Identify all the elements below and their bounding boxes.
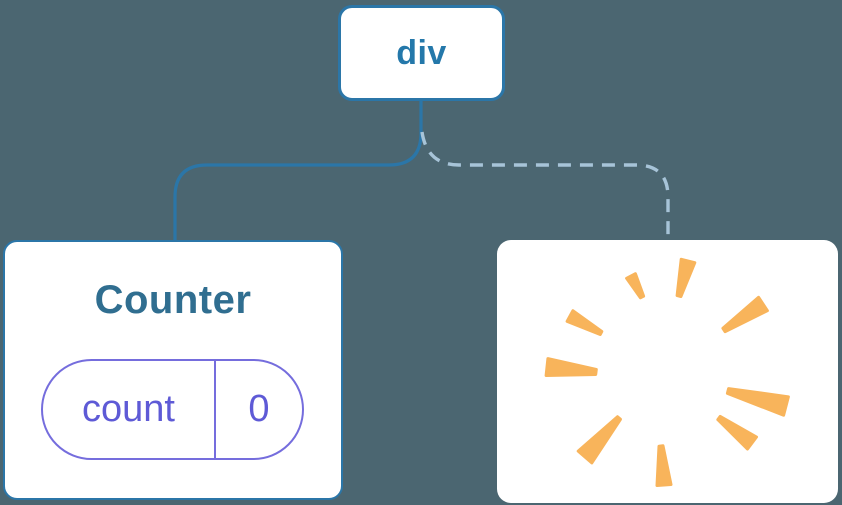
- state-name: count: [82, 388, 175, 430]
- spark: [721, 295, 769, 334]
- dom-node-label: div: [396, 33, 447, 72]
- solid-connector-line: [173, 99, 423, 242]
- spark: [675, 257, 697, 298]
- spark: [625, 272, 646, 300]
- dom-node-div: div: [338, 5, 505, 101]
- removed-component-card: [497, 240, 838, 503]
- state-pill: count 0: [41, 359, 304, 460]
- state-value: 0: [248, 388, 270, 430]
- dashed-connector-line: [420, 131, 670, 240]
- spark: [565, 309, 604, 336]
- counter-component-card: Counter count 0: [3, 240, 343, 500]
- poof-icon: [544, 257, 790, 487]
- spark: [544, 357, 598, 377]
- component-title: Counter: [94, 278, 252, 322]
- spark: [725, 387, 790, 417]
- state-name-cell: count: [43, 361, 216, 458]
- spark: [576, 415, 622, 465]
- spark: [716, 414, 758, 451]
- spark: [655, 444, 673, 487]
- state-value-cell: 0: [216, 361, 302, 458]
